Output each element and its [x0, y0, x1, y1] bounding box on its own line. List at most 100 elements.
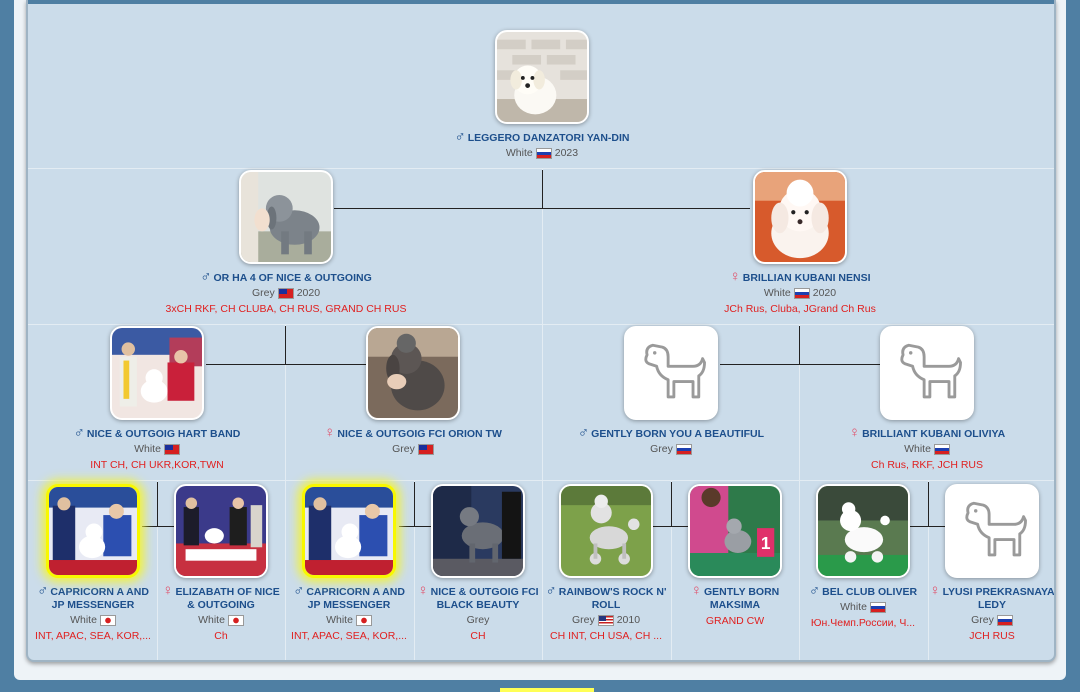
- pedigree-node-ggp4[interactable]: ♀NICE & OUTGOIG FCI BLACK BEAUTY Grey CH: [415, 484, 541, 643]
- female-symbol-icon: ♀: [848, 424, 861, 441]
- female-symbol-icon: ♀: [417, 582, 429, 599]
- dog-name-link[interactable]: ♂CAPRICORN A AND JP MESSENGER: [30, 582, 156, 612]
- dog-meta: Grey: [650, 442, 692, 456]
- male-symbol-icon: ♂: [73, 424, 85, 441]
- scroll-indicator[interactable]: [500, 688, 594, 692]
- dog-photo[interactable]: [431, 484, 525, 578]
- coat-color: Grey: [650, 443, 673, 455]
- pedigree-node-gp2[interactable]: ♀NICE & OUTGOIG FCI ORION TW Grey: [286, 326, 540, 456]
- pedigree-node-ggp7[interactable]: ♂BEL CLUB OLIVER White Юн.Чемп.России, Ч…: [800, 484, 926, 630]
- grid-line: [157, 480, 158, 660]
- birth-year: 2020: [296, 287, 321, 299]
- dog-photo[interactable]: [366, 326, 460, 420]
- dog-name-link[interactable]: ♂BEL CLUB OLIVER: [808, 582, 917, 599]
- dog-photo[interactable]: [816, 484, 910, 578]
- dog-titles: GRAND CW: [705, 615, 765, 627]
- dog-photo[interactable]: [753, 170, 847, 264]
- coat-color: Grey: [571, 614, 595, 626]
- grid-line: [414, 480, 415, 660]
- coat-color: White: [763, 287, 791, 299]
- coat-color: White: [134, 443, 161, 455]
- dog-titles: Юн.Чемп.России, Ч...: [810, 617, 916, 629]
- coat-color: Grey: [466, 614, 490, 626]
- dog-photo[interactable]: [239, 170, 333, 264]
- dog-name-link[interactable]: ♀BRILLIANT KUBANI OLIVIYA: [848, 424, 1006, 441]
- pedigree-node-ggp3[interactable]: ♂CAPRICORN A AND JP MESSENGER White INT,…: [286, 484, 412, 643]
- flag-taiwan-icon: [163, 443, 180, 455]
- dog-name: GENTLY BORN YOU A BEAUTIFUL: [591, 428, 765, 440]
- dog-photo-selected[interactable]: [46, 484, 140, 578]
- dog-name-link[interactable]: ♂OR HA 4 OF NICE & OUTGOING: [200, 268, 372, 285]
- dog-photo-selected[interactable]: [302, 484, 396, 578]
- dog-name: CAPRICORN A AND JP MESSENGER: [50, 586, 149, 611]
- pedigree-node-ggp8[interactable]: ♀LYUSI PREKRASNAYA LEDY Grey JCH RUS: [929, 484, 1055, 643]
- dog-titles: INT CH, CH UKR,KOR,TWN: [90, 459, 224, 471]
- flag-japan-icon: [355, 614, 372, 626]
- male-symbol-icon: ♂: [200, 268, 212, 285]
- connector-line: [799, 326, 800, 365]
- male-symbol-icon: ♂: [454, 128, 466, 145]
- dog-photo[interactable]: [495, 30, 589, 124]
- dog-name-link[interactable]: ♂RAINBOW'S ROCK N' ROLL: [543, 583, 669, 612]
- dog-name-link[interactable]: ♀LYUSI PREKRASNAYA LEDY: [929, 583, 1055, 612]
- flag-taiwan-icon: [277, 287, 294, 299]
- dog-meta: White: [904, 442, 950, 456]
- dog-name: LYUSI PREKRASNAYA LEDY: [942, 586, 1055, 611]
- svg-text:1: 1: [761, 533, 771, 553]
- dog-silhouette-icon: [626, 328, 716, 418]
- pedigree-node-ggp6[interactable]: 1 ♀GENTLY BORN MAKSIMA GRAND CW: [672, 484, 798, 628]
- dog-name-link[interactable]: ♀NICE & OUTGOIG FCI ORION TW: [324, 425, 502, 441]
- dog-photo[interactable]: [945, 484, 1039, 578]
- connector-line: [285, 326, 286, 365]
- dog-name-link[interactable]: ♂CAPRICORN A AND JP MESSENGER: [286, 583, 412, 612]
- connector-line: [399, 526, 435, 527]
- flag-japan-icon: [227, 614, 244, 626]
- connector-line: [206, 364, 366, 365]
- coat-color: White: [70, 614, 97, 626]
- dog-name: NICE & OUTGOIG FCI ORION TW: [337, 428, 502, 440]
- grid-line: [285, 324, 286, 660]
- grid-line: [28, 168, 1054, 169]
- dog-name-link[interactable]: ♀NICE & OUTGOIG FCI BLACK BEAUTY: [415, 582, 541, 612]
- pedigree-node-gp4[interactable]: ♀BRILLIANT KUBANI OLIVIYA White Ch Rus, …: [800, 326, 1054, 472]
- pedigree-node-gp3[interactable]: ♂GENTLY BORN YOU A BEAUTIFUL Grey: [544, 326, 798, 456]
- top-bar: [28, 0, 1054, 4]
- flag-russia-icon: [996, 614, 1013, 626]
- dog-name-link[interactable]: ♀ELIZABATH OF NICE & OUTGOING: [158, 583, 284, 612]
- dog-photo[interactable]: [880, 326, 974, 420]
- birth-year: 2010: [616, 614, 641, 626]
- dog-name: BRILLIANT KUBANI OLIVIYA: [862, 428, 1006, 440]
- dog-meta: Grey: [467, 613, 490, 627]
- grid-line: [542, 168, 543, 660]
- dog-name-link[interactable]: ♀GENTLY BORN MAKSIMA: [672, 583, 798, 612]
- birth-year: 2020: [812, 287, 837, 299]
- dog-name: GENTLY BORN MAKSIMA: [703, 586, 780, 611]
- grid-line: [28, 480, 1054, 481]
- dog-name-link[interactable]: ♂NICE & OUTGOIG HART BAND: [73, 424, 241, 441]
- coat-color: White: [505, 147, 533, 159]
- dog-titles: Ch Rus, RKF, JCH RUS: [870, 459, 984, 471]
- pedigree-node-gp1[interactable]: ♂NICE & OUTGOIG HART BAND White INT CH, …: [30, 326, 284, 472]
- dog-name-link[interactable]: ♂LEGGERO DANZATORI YAN-DIN: [454, 128, 630, 145]
- male-symbol-icon: ♂: [37, 582, 49, 599]
- dog-photo[interactable]: [174, 484, 268, 578]
- dog-photo[interactable]: [110, 326, 204, 420]
- dog-name: LEGGERO DANZATORI YAN-DIN: [467, 132, 630, 144]
- dog-photo[interactable]: [624, 326, 718, 420]
- dog-photo[interactable]: [559, 484, 653, 578]
- dog-name-link[interactable]: ♀BRILLIAN KUBANI NENSI: [730, 269, 871, 285]
- coat-color: Grey: [251, 287, 275, 299]
- dog-photo[interactable]: 1: [688, 484, 782, 578]
- pedigree-node-ggp1[interactable]: ♂CAPRICORN A AND JP MESSENGER White INT,…: [30, 484, 156, 643]
- dog-name-link[interactable]: ♂GENTLY BORN YOU A BEAUTIFUL: [578, 425, 765, 441]
- grid-line: [671, 480, 672, 660]
- male-symbol-icon: ♂: [808, 582, 821, 599]
- coat-color: White: [198, 614, 225, 626]
- pedigree-node-ggp2[interactable]: ♀ELIZABATH OF NICE & OUTGOING White Ch: [158, 484, 284, 643]
